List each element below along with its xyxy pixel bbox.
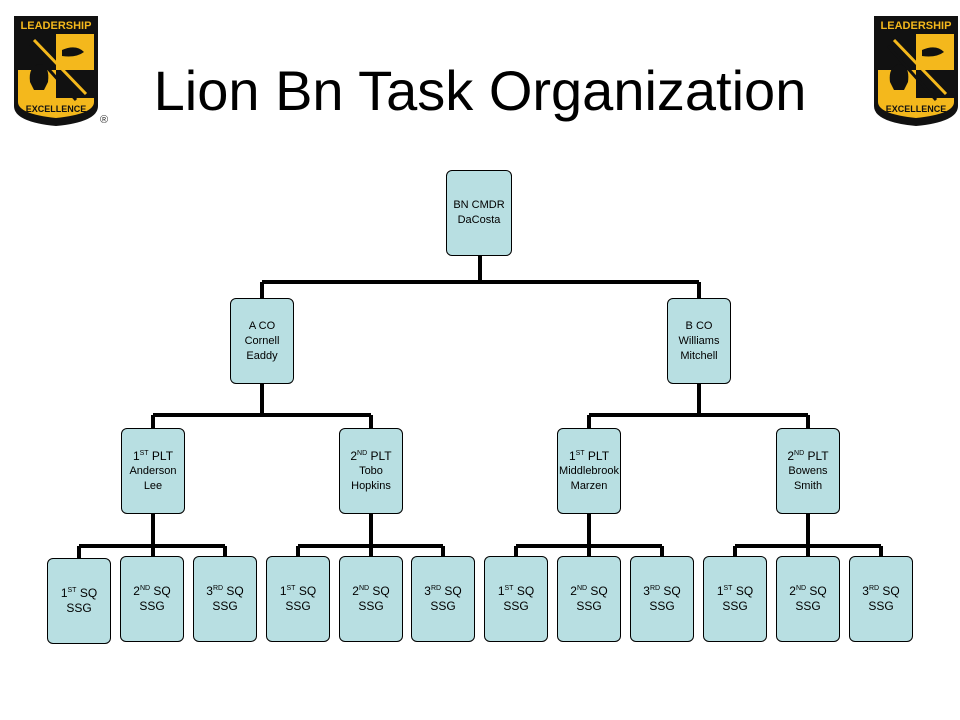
node-line: Mitchell xyxy=(680,349,718,362)
node-heading: 2ND PLT xyxy=(787,448,829,463)
node-heading: 1ST SQ xyxy=(60,586,98,600)
helmet-icon xyxy=(29,64,49,90)
leadership-excellence-logo-left: LEADERSHIP EXCELLENCE ® xyxy=(6,10,109,130)
node-line: SSG xyxy=(795,599,821,613)
org-node-squad: 1ST SQ SSG xyxy=(266,556,330,642)
node-heading: 2ND SQ xyxy=(570,584,608,598)
page-title: Lion Bn Task Organization xyxy=(153,59,807,122)
node-line: SSG xyxy=(430,599,456,613)
logo-bottom-text: EXCELLENCE xyxy=(886,104,947,114)
node-line: SSG xyxy=(358,599,384,613)
leadership-excellence-emblem: LEADERSHIP EXCELLENCE xyxy=(14,16,98,126)
node-line: Middlebrook xyxy=(559,464,619,477)
org-node-b-2nd-plt: 2ND PLT Bowens Smith xyxy=(776,428,840,514)
org-node-a-co: A CO Cornell Eaddy xyxy=(230,298,294,384)
sword-icon xyxy=(892,38,948,96)
sword-icon xyxy=(32,38,88,96)
node-line: Hopkins xyxy=(351,479,391,492)
logo-bottom-text: EXCELLENCE xyxy=(26,104,87,114)
org-node-squad: 1ST SQ SSG xyxy=(47,558,111,644)
lamp-icon xyxy=(922,47,944,57)
node-heading: 1ST PLT xyxy=(568,448,610,463)
node-line: SSG xyxy=(722,599,748,613)
node-line: BN CMDR xyxy=(453,199,505,211)
org-node-squad: 3RD SQ SSG xyxy=(193,556,257,642)
node-heading: 3RD SQ xyxy=(643,584,681,598)
node-line: Smith xyxy=(793,479,823,492)
helmet-icon xyxy=(889,64,909,90)
org-node-b-1st-plt: 1ST PLT Middlebrook Marzen xyxy=(557,428,621,514)
org-node-a-2nd-plt: 2ND PLT Tobo Hopkins xyxy=(339,428,403,514)
org-node-a-1st-plt: 1ST PLT Anderson Lee xyxy=(121,428,185,514)
node-line: SSG xyxy=(139,599,165,613)
node-line: Lee xyxy=(143,479,163,492)
node-line: Bowens xyxy=(788,464,828,477)
leadership-excellence-logo-right: LEADERSHIP EXCELLENCE xyxy=(866,10,960,130)
node-heading: 3RD SQ xyxy=(424,584,462,598)
leadership-excellence-emblem: LEADERSHIP EXCELLENCE xyxy=(874,16,958,126)
node-line: SSG xyxy=(649,599,675,613)
org-node-squad: 2ND SQ SSG xyxy=(120,556,184,642)
org-node-squad: 1ST SQ SSG xyxy=(703,556,767,642)
lamp-icon xyxy=(62,47,84,57)
node-heading: 3RD SQ xyxy=(862,584,900,598)
node-heading: 1ST SQ xyxy=(716,584,754,598)
org-node-squad: 2ND SQ SSG xyxy=(776,556,840,642)
org-node-squad: 3RD SQ SSG xyxy=(849,556,913,642)
node-heading: 1ST PLT xyxy=(132,448,174,463)
node-line: SSG xyxy=(503,599,529,613)
node-line: SSG xyxy=(66,601,92,615)
node-heading: 3RD SQ xyxy=(206,584,244,598)
node-line: SSG xyxy=(212,599,238,613)
org-node-squad: 1ST SQ SSG xyxy=(484,556,548,642)
node-line: Cornell xyxy=(244,334,280,347)
org-node-squad: 3RD SQ SSG xyxy=(630,556,694,642)
node-heading: 2ND PLT xyxy=(350,448,392,463)
node-line: Anderson xyxy=(129,464,177,477)
node-line: SSG xyxy=(285,599,311,613)
node-line: Eaddy xyxy=(246,349,278,362)
org-node-squad: 2ND SQ SSG xyxy=(339,556,403,642)
node-line: B CO xyxy=(685,319,713,332)
node-heading: 2ND SQ xyxy=(133,584,171,598)
org-node-squad: 3RD SQ SSG xyxy=(411,556,475,642)
node-heading: 2ND SQ xyxy=(352,584,390,598)
node-line: Williams xyxy=(678,334,720,347)
node-line: Marzen xyxy=(570,479,608,492)
node-heading: 1ST SQ xyxy=(279,584,317,598)
node-line: SSG xyxy=(868,599,894,613)
node-heading: 2ND SQ xyxy=(789,584,827,598)
registered-mark: ® xyxy=(100,114,109,126)
node-line: DaCosta xyxy=(457,214,501,226)
node-line: Tobo xyxy=(359,464,383,477)
node-line: SSG xyxy=(576,599,602,613)
logo-top-text: LEADERSHIP xyxy=(881,20,952,32)
org-node-b-co: B CO Williams Mitchell xyxy=(667,298,731,384)
node-line: A CO xyxy=(248,319,276,332)
node-heading: 1ST SQ xyxy=(497,584,535,598)
org-node-bn-cmdr: BN CMDR DaCosta xyxy=(446,170,512,256)
logo-top-text: LEADERSHIP xyxy=(21,20,92,32)
org-node-squad: 2ND SQ SSG xyxy=(557,556,621,642)
